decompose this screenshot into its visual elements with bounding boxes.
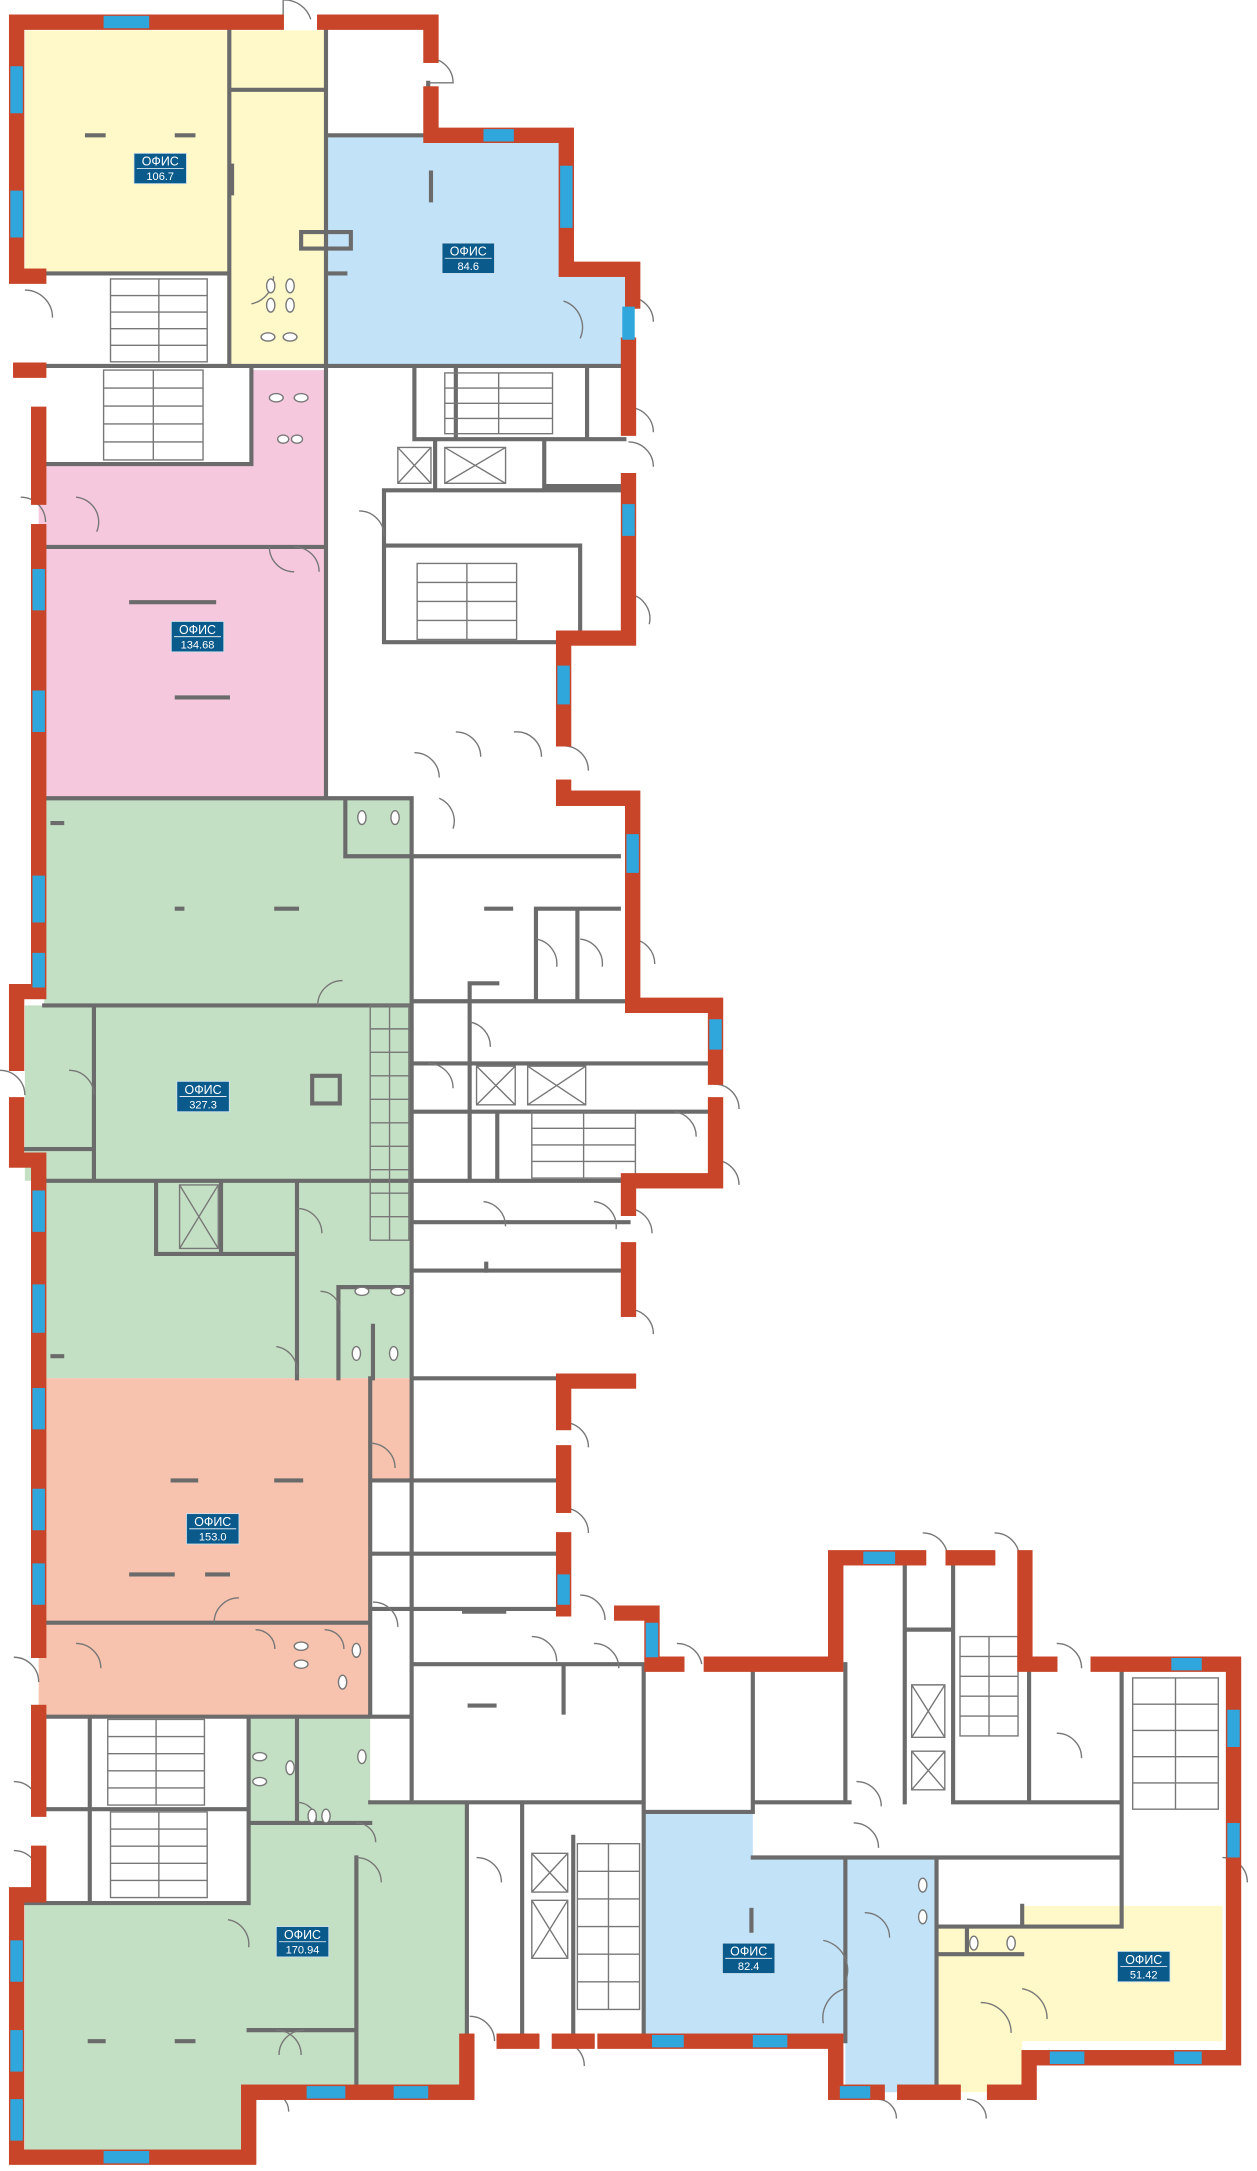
toilet-icon — [265, 297, 276, 313]
office-label-title: ОФИС — [1125, 1953, 1162, 1967]
toilet-icon — [252, 1776, 268, 1787]
toilet-icon — [354, 1286, 370, 1297]
staircase — [109, 278, 208, 363]
toilet-icon — [252, 1751, 268, 1762]
toilet-icon — [917, 1877, 928, 1893]
office-label: ОФИС 134.68 — [170, 621, 225, 653]
toilet-icon — [337, 1674, 348, 1690]
office-label-title: ОФИС — [179, 623, 216, 637]
toilet-icon — [390, 809, 400, 826]
office-label: ОФИС 106.7 — [133, 152, 187, 185]
office-area-4[interactable] — [38, 1378, 412, 1717]
partition-marks — [50, 133, 754, 2044]
staircase — [102, 369, 204, 461]
office-area-value: 84.6 — [458, 261, 479, 273]
toilet-icon — [293, 392, 309, 403]
staircase — [576, 1843, 641, 2011]
toilet-icon — [388, 1345, 399, 1362]
toilet-icon — [268, 392, 284, 403]
staircase — [416, 562, 518, 641]
toilet-icon — [285, 1760, 295, 1776]
office-area-value: 134.68 — [181, 639, 215, 651]
elevator-shaft — [910, 1684, 946, 1739]
office-label: ОФИС 153.0 — [186, 1513, 240, 1545]
office-label: ОФИС 170.94 — [275, 1926, 330, 1958]
staircase — [369, 1004, 410, 1241]
office-label: ОФИС 51.42 — [1117, 1950, 1171, 1983]
elevator-shaft — [526, 1065, 587, 1106]
office-area-2[interactable] — [38, 370, 326, 799]
office-area-value: 51.42 — [1130, 1969, 1158, 1981]
elevator-shaft — [531, 1852, 569, 1893]
toilet-icon — [351, 1345, 362, 1362]
office-label-title: ОФИС — [730, 1945, 767, 1959]
office-area-value: 82.4 — [738, 1961, 759, 1973]
toilet-icon — [276, 434, 290, 445]
toilet-icon — [351, 1642, 362, 1658]
office-area-0[interactable] — [24, 30, 326, 366]
office-label-title: ОФИС — [450, 244, 487, 258]
staircase — [531, 1111, 637, 1179]
toilet-icon — [265, 278, 276, 294]
toilet-icon — [917, 1909, 928, 1925]
toilet-icon — [285, 297, 295, 313]
toilet-icon — [1006, 1935, 1016, 1951]
staircase — [109, 1811, 208, 1899]
elevator-shaft — [475, 1065, 516, 1106]
toilet-icon — [293, 1641, 309, 1652]
toilet-icon — [357, 1749, 367, 1765]
office-area-value: 327.3 — [189, 1099, 217, 1111]
elevator-shaft — [178, 1184, 219, 1250]
toilet-icon — [357, 809, 367, 826]
toilet-icon — [321, 1808, 331, 1824]
toilet-icon — [285, 278, 295, 294]
office-area-6[interactable] — [643, 1811, 937, 2093]
elevator-shaft — [531, 1899, 569, 1960]
elevator-shaft — [444, 446, 507, 485]
office-label-title: ОФИС — [284, 1928, 321, 1942]
elevator-shaft — [397, 446, 432, 485]
office-label-title: ОФИС — [185, 1083, 222, 1097]
staircase — [107, 1718, 206, 1806]
elevators — [178, 446, 946, 1960]
toilet-icon — [307, 1808, 318, 1824]
toilet-icon — [968, 1935, 979, 1951]
windows — [10, 15, 1240, 2164]
staircase — [959, 1635, 1019, 1737]
interior-walls — [22, 28, 1124, 2095]
toilet-icon — [290, 434, 304, 445]
office-label: ОФИС 327.3 — [176, 1080, 230, 1113]
office-label: ОФИС 82.4 — [722, 1942, 776, 1974]
exterior-walls — [8, 22, 1234, 2157]
office-labels: ОФИС106.7ОФИС84.6ОФИС134.68ОФИС327.3ОФИС… — [133, 152, 1171, 1983]
toilet-icon — [282, 332, 298, 342]
staircase — [1131, 1677, 1220, 1810]
office-area-value: 153.0 — [199, 1532, 227, 1544]
toilet-icon — [293, 1659, 309, 1669]
toilet-icon — [260, 332, 276, 342]
toilet-icon — [390, 1286, 406, 1297]
sanitary-fixtures — [252, 278, 1016, 1951]
elevator-shaft — [910, 1750, 946, 1791]
office-label-title: ОФИС — [142, 155, 179, 169]
office-area-value: 106.7 — [146, 171, 174, 183]
office-label-title: ОФИС — [194, 1515, 231, 1529]
office-area-value: 170.94 — [286, 1944, 320, 1956]
staircase — [444, 372, 554, 435]
office-label: ОФИС 84.6 — [441, 242, 495, 274]
office-fills — [24, 30, 1223, 2155]
